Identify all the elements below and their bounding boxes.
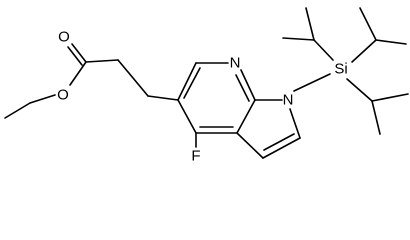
bond-n1-si xyxy=(293,73,331,92)
bond-ch2-ch2 xyxy=(117,59,149,97)
atom-o-ester: O xyxy=(57,87,69,104)
bond-c6-c6-inner xyxy=(183,67,201,99)
bond-n1-c2 xyxy=(289,108,301,139)
bond-carbonyl-double-1 xyxy=(71,43,87,63)
atom-si: Si xyxy=(334,61,347,78)
bond-c3-c3a xyxy=(236,132,264,159)
bond-ipr1-me1 xyxy=(282,37,315,41)
bond-c7a-c3a xyxy=(236,99,256,134)
bond-c2-c3 xyxy=(262,137,301,159)
bond-ipr2-me2 xyxy=(375,39,407,45)
bond-n7-c7a xyxy=(240,69,256,101)
atom-n-pyrrole: N xyxy=(283,92,294,109)
bond-c4-c5 xyxy=(177,99,197,134)
molecule-structure: O O N N Si F xyxy=(4,7,409,165)
bond-si-ipr2 xyxy=(351,39,377,63)
bond-c2-c3-inner xyxy=(263,133,295,151)
bond-si-ipr3 xyxy=(346,78,373,102)
bond-c5-c6 xyxy=(177,62,197,101)
bond-lines xyxy=(4,7,409,159)
bond-ch2-ring xyxy=(147,95,179,101)
bond-ipr3-me1 xyxy=(371,93,409,102)
bond-carbonyl-double-2 xyxy=(67,46,83,66)
atom-f: F xyxy=(191,148,200,165)
bond-si-ipr1 xyxy=(313,39,334,61)
bond-o-carbonyl-c xyxy=(69,61,87,86)
bond-ch3-ch2 xyxy=(4,102,31,119)
bond-ipr3-me2 xyxy=(371,100,381,135)
bond-n7-c7a-inner xyxy=(235,74,250,102)
bond-ch2-o xyxy=(29,94,56,104)
atom-labels: O O N N Si F xyxy=(57,29,348,165)
bond-ipr2-me1 xyxy=(359,7,377,41)
bond-c-ch2 xyxy=(85,59,119,63)
atom-o-carbonyl: O xyxy=(58,29,70,46)
bond-ipr1-me2 xyxy=(305,7,315,41)
atom-n-pyridine: N xyxy=(230,55,241,72)
